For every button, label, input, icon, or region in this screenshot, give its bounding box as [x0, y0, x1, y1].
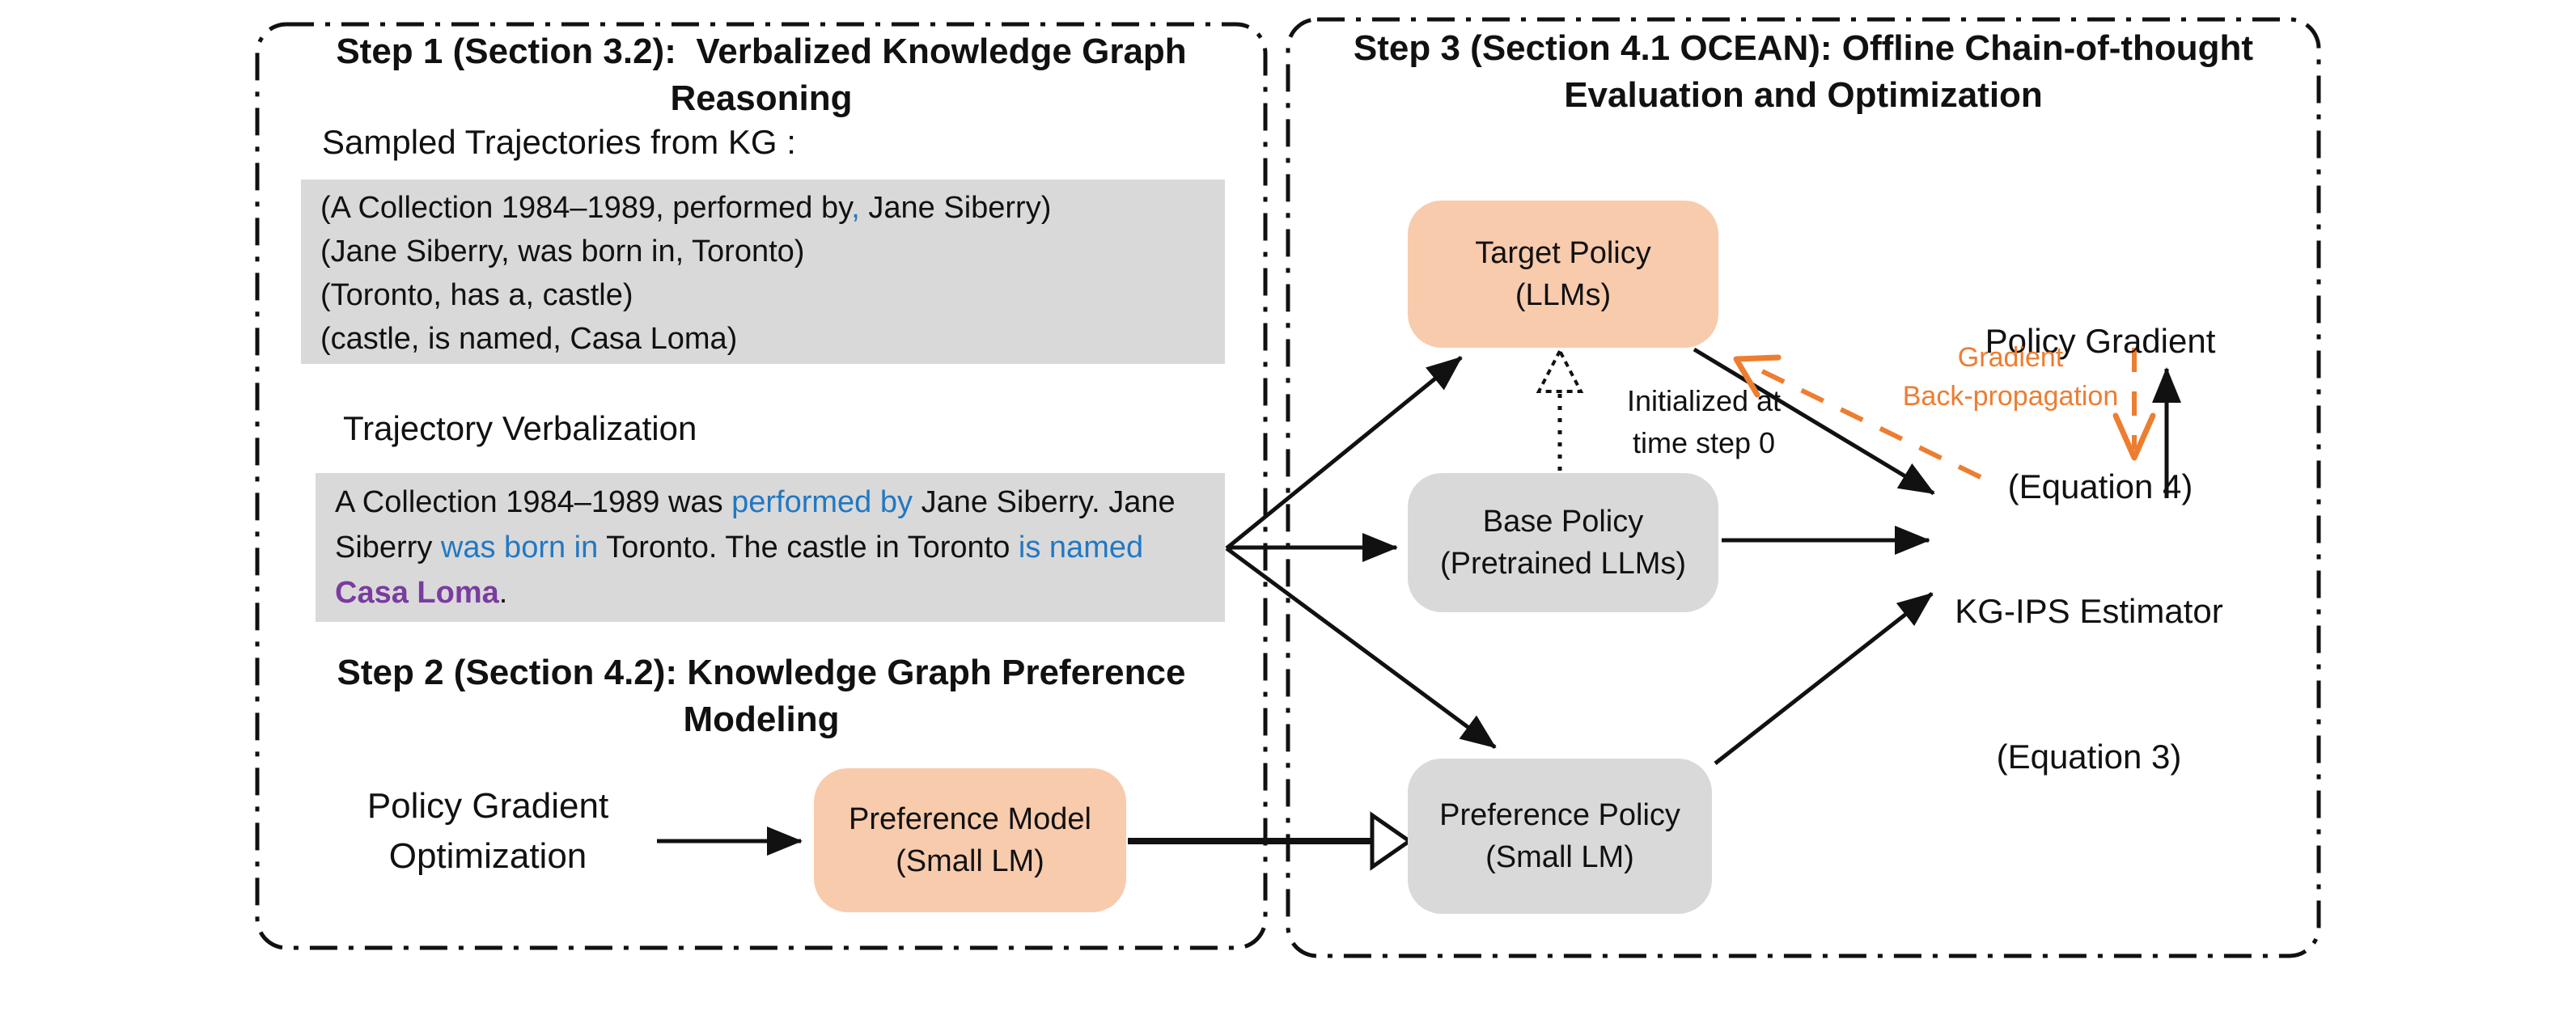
step3-title-line1: Step 3 (Section 4.1 OCEAN): Offline Chai…: [1353, 28, 2254, 68]
kgips-line1: KG-IPS Estimator: [1955, 592, 2223, 630]
relation-was-born-in: was born in: [440, 531, 599, 564]
initialized-label: Initialized at time step 0: [1574, 380, 1833, 464]
kgips-line2: (Equation 3): [1996, 738, 2182, 776]
verbalization-line-1: A Collection 1984–1989 was performed by …: [335, 485, 1176, 519]
target-policy-node: Target Policy (LLMs): [1408, 201, 1718, 348]
gradient-label-line1: Gradient: [1957, 342, 2064, 373]
preference-model-line1: Preference Model: [849, 802, 1091, 836]
verbalization-line-2: Siberry was born in Toronto. The castle …: [335, 531, 1144, 564]
arrow-verbalization-to-target-policy: [1225, 356, 1463, 550]
verbalization-box: A Collection 1984–1989 was performed by …: [316, 473, 1225, 622]
gradient-label-line2: Back-propagation: [1902, 381, 2119, 412]
arrow-preference-policy-to-kgips: [1714, 592, 1934, 765]
trajectory-verbalization-heading: Trajectory Verbalization: [343, 409, 697, 447]
step3-title-line2: Evaluation and Optimization: [1564, 75, 2043, 115]
preference-model-node: Preference Model (Small LM): [814, 768, 1126, 912]
triple-line-3: (Toronto, has a, castle): [320, 278, 633, 312]
kg-triples-box: (A Collection 1984–1989, performed by, J…: [301, 180, 1225, 364]
triple-line-2: (Jane Siberry, was born in, Toronto): [320, 235, 805, 268]
target-policy-line1: Target Policy: [1475, 236, 1651, 270]
step2-title-line1: Step 2 (Section 4.2): Knowledge Graph Pr…: [337, 653, 1186, 692]
orange-arrowhead-down: [2112, 412, 2156, 461]
entity-casa-loma: Casa Loma: [335, 576, 499, 610]
preference-policy-line1: Preference Policy: [1439, 798, 1680, 832]
orange-arrowhead-upleft: [1733, 354, 1782, 398]
policy-gradient-line2: (Equation 4): [2007, 467, 2193, 505]
relation-performed-by: performed by: [731, 485, 913, 519]
arrow-verbalization-to-preference-policy: [1225, 546, 1497, 750]
preference-policy-node: Preference Policy (Small LM): [1408, 759, 1712, 914]
step1-title-line1: Step 1 (Section 3.2): Verbalized Knowled…: [336, 32, 1187, 71]
policy-gradient-line1: Policy Gradient: [1985, 322, 2216, 360]
triple-line-1: (A Collection 1984–1989, performed by, J…: [320, 191, 1052, 225]
step1-title-line2: Reasoning: [670, 78, 853, 118]
blue-comma: ,: [851, 191, 860, 225]
preference-model-line2: (Small LM): [896, 844, 1044, 878]
initialized-line1: Initialized at: [1626, 384, 1782, 417]
left-panel-border: [255, 22, 1268, 950]
kgips-estimator-label: KG-IPS Estimator (Equation 3): [1938, 490, 2239, 878]
dashed-open-arrowhead: [1536, 347, 1584, 393]
hollow-arrowhead: [1370, 811, 1413, 871]
gradient-backprop-label: Gradient Back-propagation: [1895, 338, 2126, 416]
arrow-target-policy-to-kgips: [1693, 347, 1935, 496]
target-policy-line2: (LLMs): [1515, 278, 1612, 312]
relation-is-named: is named: [1018, 531, 1144, 564]
pgo-line2: Optimization: [388, 836, 587, 876]
preference-policy-line2: (Small LM): [1485, 840, 1634, 874]
triple-line-4: (castle, is named, Casa Loma): [320, 322, 738, 356]
policy-gradient-equation4-label: Policy Gradient (Equation 4): [1948, 220, 2252, 608]
base-policy-node: Base Policy (Pretrained LLMs): [1408, 473, 1718, 612]
step2-title-line2: Modeling: [683, 700, 840, 739]
initialized-line2: time step 0: [1632, 426, 1776, 459]
sampled-trajectories-label: Sampled Trajectories from KG :: [322, 123, 796, 161]
policy-gradient-optimization-label: Policy Gradient Optimization: [322, 781, 654, 882]
base-policy-line2: (Pretrained LLMs): [1439, 547, 1687, 581]
verbalization-line-3: Casa Loma.: [335, 576, 508, 610]
right-panel-border: [1286, 17, 2321, 958]
base-policy-line1: Base Policy: [1482, 505, 1644, 539]
pgo-line1: Policy Gradient: [366, 786, 609, 826]
